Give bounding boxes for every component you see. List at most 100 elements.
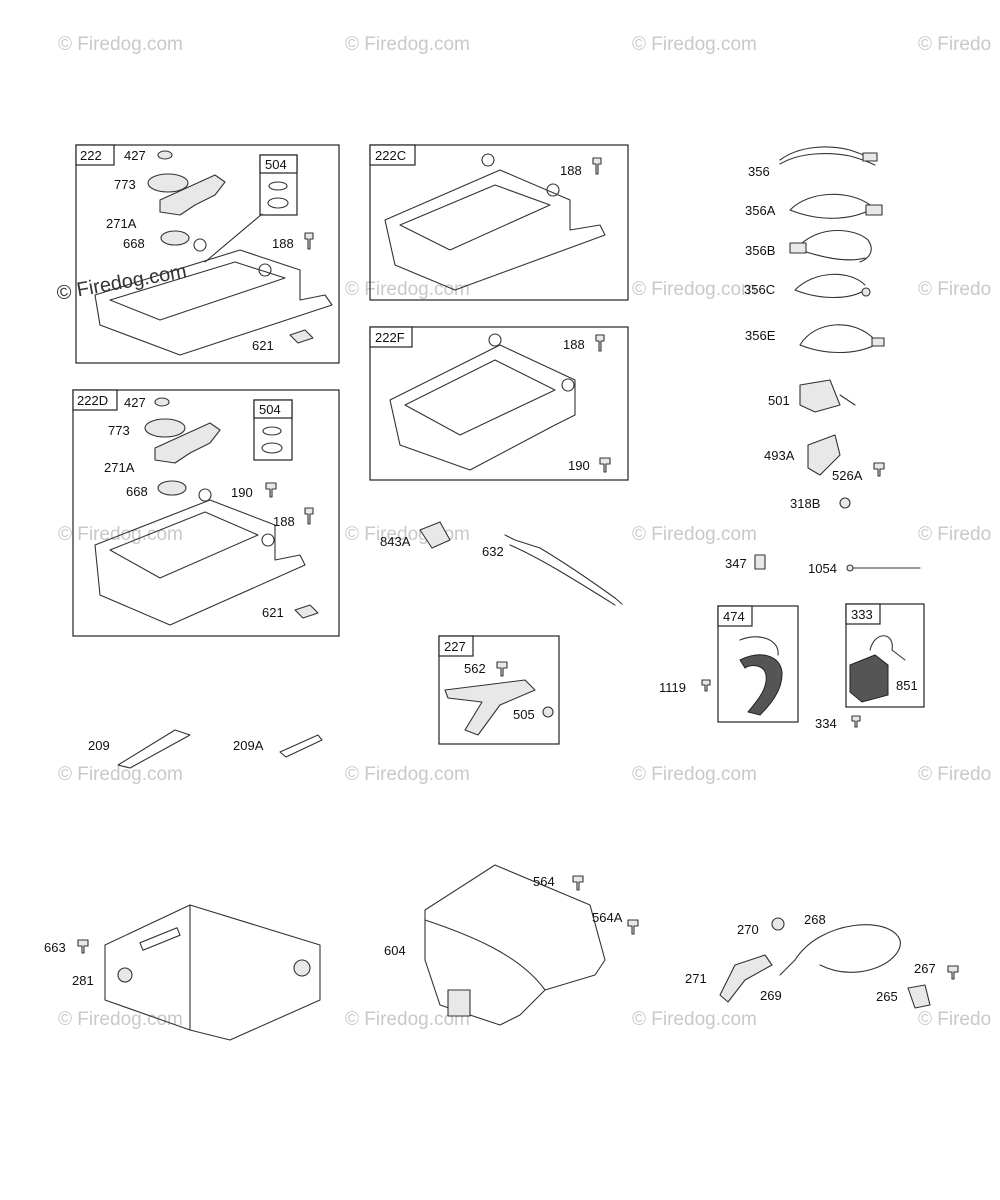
- control-bracket-part: [384, 169, 606, 291]
- group-504-tag: [259, 154, 298, 174]
- bushing-part: [160, 230, 190, 246]
- throttle-lever-part: [444, 679, 536, 736]
- watermark: © Firedog.com: [632, 1009, 757, 1030]
- part-label: 281: [72, 973, 94, 988]
- watermark: © Firedog.com: [58, 764, 183, 785]
- connector-part: [789, 242, 807, 254]
- watermark: © Firedog.com: [55, 260, 188, 304]
- watermark: © Firedog.com: [345, 764, 470, 785]
- watermark: © Firedo: [918, 1009, 991, 1030]
- part-label: 356B: [745, 243, 775, 258]
- group-222-tag: [75, 144, 115, 166]
- leader-line: [204, 213, 263, 263]
- watermark: © Firedog.com: [632, 524, 757, 545]
- bracket-tab: [193, 238, 207, 252]
- rectifier-part: [799, 379, 841, 413]
- wire-part: [504, 534, 623, 605]
- clip-part: [289, 329, 314, 344]
- part-label: 427: [124, 148, 146, 163]
- group-222f-number: 222F: [375, 330, 405, 345]
- part-label: 493A: [764, 448, 795, 463]
- part-label: 209A: [233, 738, 264, 753]
- part-label: 188: [563, 337, 585, 352]
- part-label: 270: [737, 922, 759, 937]
- lever-part: [719, 954, 773, 1003]
- watermark: © Firedog.com: [58, 34, 183, 55]
- nut-part: [154, 397, 170, 407]
- part-label: 632: [482, 544, 504, 559]
- part-label: 773: [114, 177, 136, 192]
- watermark: © Firedo: [918, 764, 991, 785]
- group-222-frame: [75, 144, 340, 364]
- clip-part: [907, 984, 931, 1009]
- screw-part: [496, 661, 508, 677]
- bottom-left-bracket: 663 281: [44, 904, 321, 1041]
- group-333-number: 333: [851, 607, 873, 622]
- part-label: 188: [560, 163, 582, 178]
- watermark: © Firedog.com: [345, 279, 470, 300]
- group-222f-frame: [369, 326, 629, 481]
- part-label: 621: [252, 338, 274, 353]
- part-label: 668: [126, 484, 148, 499]
- group-222d-number: 222D: [77, 393, 108, 408]
- clip-part: [754, 554, 766, 570]
- wire-part: [839, 394, 856, 406]
- bracket-hole: [117, 967, 133, 983]
- wire-harness-part: [799, 344, 876, 353]
- watermark: © Firedo: [918, 34, 991, 55]
- cable-part: [794, 924, 901, 973]
- pulley-part: [144, 418, 186, 438]
- spring-part: [117, 729, 191, 769]
- bolt-part: [304, 507, 314, 525]
- lever-part: [159, 174, 226, 216]
- part-label: 562: [464, 661, 486, 676]
- group-222c: 222C 188: [369, 144, 629, 301]
- group-222d: 222D 504 427 773 271A 668 190 188 621: [72, 389, 340, 637]
- group-222d-tag: [72, 389, 118, 411]
- part-label: 621: [262, 605, 284, 620]
- part-label: 356C: [744, 282, 775, 297]
- throttle-cable-assembly: 270 268 271 269 267 265: [685, 912, 959, 1009]
- part-label: 356A: [745, 203, 776, 218]
- part-label: 1119: [659, 680, 686, 695]
- wire-harness-column: 356 356A 356B 356C 356E 501 493A 526A 31…: [744, 146, 885, 511]
- nut-part: [157, 150, 173, 160]
- watermark: © Firedo: [918, 279, 991, 300]
- watermark: © Firedog.com: [58, 1009, 183, 1030]
- group-227: 227 562 505: [438, 635, 560, 745]
- group-504-number: 504: [265, 157, 287, 172]
- screw-part: [627, 919, 639, 935]
- group-222c-frame: [369, 144, 629, 301]
- connector-part: [871, 337, 885, 347]
- wire-harness-part: [799, 324, 876, 346]
- group-222: 222 504 427 773 271A 668 188 621 © Fired…: [55, 144, 340, 364]
- part-label: 1054: [808, 561, 837, 576]
- group-222c-tag: [369, 144, 416, 166]
- bracket-tab: [198, 488, 212, 502]
- bracket-hole: [293, 959, 311, 977]
- group-474: 474 1119: [659, 605, 799, 723]
- bracket-tab: [488, 333, 502, 347]
- bracket-tab: [258, 263, 272, 277]
- alternator-part: [739, 654, 783, 716]
- part-label: 265: [876, 989, 898, 1004]
- part-label: 564A: [592, 910, 623, 925]
- watermark-layer: © Firedog.com © Firedog.com © Firedog.co…: [58, 34, 991, 1030]
- part-label: 347: [725, 556, 747, 571]
- part-label: 188: [273, 514, 295, 529]
- group-504-tag: [253, 399, 293, 419]
- group-222f-tag: [369, 326, 413, 348]
- control-bracket-part: [389, 344, 576, 471]
- group-474-frame: [717, 605, 799, 723]
- screw-part: [572, 875, 584, 891]
- part-label: 190: [568, 458, 590, 473]
- wire-harness-part: [799, 249, 866, 261]
- watermark: © Firedog.com: [345, 34, 470, 55]
- watermark: © Firedog.com: [345, 1009, 470, 1030]
- group-504-number: 504: [259, 402, 281, 417]
- washer-part: [261, 442, 283, 454]
- part-label: 334: [815, 716, 837, 731]
- clip-part: [294, 604, 319, 619]
- part-label: 604: [384, 943, 406, 958]
